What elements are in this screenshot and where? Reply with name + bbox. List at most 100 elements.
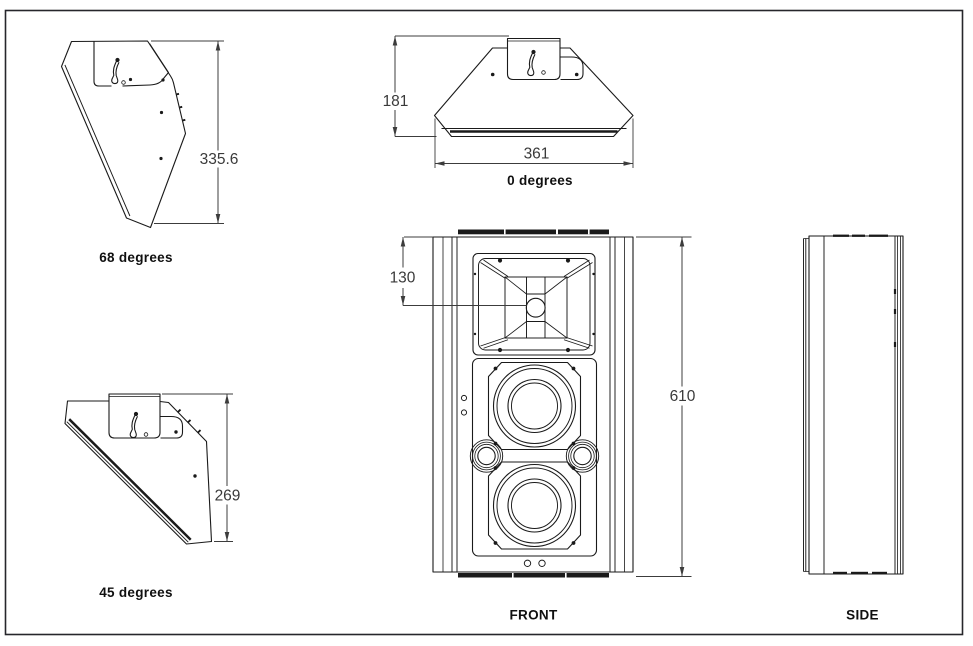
port-right bbox=[565, 439, 600, 473]
keyhole-slot-45 bbox=[129, 411, 139, 439]
rail-hole-lower bbox=[460, 409, 468, 416]
grille-top-bar bbox=[458, 229, 609, 235]
cabinet-outline-45 bbox=[64, 393, 213, 545]
horn-mouth bbox=[478, 258, 591, 351]
view-label-side: SIDE bbox=[846, 608, 879, 623]
horn-bolt-bl bbox=[497, 347, 503, 353]
extension-lines-181 bbox=[395, 35, 509, 137]
bottom-hole-left bbox=[523, 559, 532, 567]
grille-top-gap-b bbox=[556, 229, 558, 235]
grille-edge-68 bbox=[64, 64, 131, 217]
port-left bbox=[469, 439, 504, 473]
horn-bolt-tr bbox=[565, 258, 571, 263]
horn-edge-dot-c bbox=[473, 332, 477, 336]
arrow-up-68 bbox=[215, 41, 221, 51]
extension-lines-269 bbox=[162, 393, 233, 542]
arrow-down-68 bbox=[215, 214, 221, 224]
view-label-front: FRONT bbox=[510, 608, 558, 623]
side-latch-tick-c bbox=[893, 342, 897, 347]
bracket-side-plate-45 bbox=[160, 415, 184, 439]
screw-45-a bbox=[174, 430, 178, 434]
side-panel-lines bbox=[823, 236, 896, 574]
extension-lines-361 bbox=[434, 118, 634, 168]
horn-inner-flare-lines bbox=[504, 276, 568, 339]
horn-throat bbox=[504, 276, 568, 339]
horn-edge-dot-b bbox=[592, 272, 595, 276]
cabinet-outline-68 bbox=[60, 40, 187, 229]
arrow-up-610 bbox=[679, 237, 685, 247]
grille-front-45 bbox=[68, 418, 192, 541]
dim-value-hf-center: 130 bbox=[390, 270, 416, 287]
view-label-68: 68 degrees bbox=[99, 250, 173, 265]
screw-68-a bbox=[128, 77, 133, 82]
screw-45-b bbox=[193, 474, 197, 478]
arrow-up-130 bbox=[400, 237, 406, 247]
grille-bottom-bar bbox=[458, 573, 609, 578]
screw-68-c bbox=[159, 110, 164, 115]
extension-lines-610 bbox=[636, 236, 692, 577]
bracket-hole-68 bbox=[121, 80, 126, 85]
bracket-hole-45 bbox=[143, 432, 149, 437]
grille-profile-caps bbox=[803, 238, 809, 572]
woofer-upper bbox=[487, 361, 582, 451]
keyhole-slot-0 bbox=[527, 49, 537, 77]
screw-0-b bbox=[574, 72, 579, 77]
woofer-lower bbox=[487, 461, 582, 550]
horn-bolt-tl bbox=[497, 258, 503, 263]
extension-lines-68 bbox=[151, 40, 224, 224]
screw-0-a bbox=[490, 72, 495, 77]
view-label-0: 0 degrees bbox=[507, 173, 573, 188]
side-latch-tick-b bbox=[893, 309, 897, 314]
cabinet-outline-front bbox=[432, 236, 634, 573]
arrow-up-181 bbox=[392, 36, 398, 46]
horn-center-strip bbox=[526, 277, 546, 338]
arrow-down-269 bbox=[224, 532, 230, 542]
horn-flare-lines bbox=[480, 259, 593, 349]
grille-edge-45 bbox=[66, 421, 189, 543]
bracket-hole-0 bbox=[541, 70, 546, 75]
horn-edge-dot-d bbox=[592, 332, 595, 336]
view-front: 130 610 FRONT bbox=[390, 229, 696, 623]
view-0-degrees: 181 361 0 degrees bbox=[383, 35, 634, 188]
grille-bottom-gap-b bbox=[565, 573, 567, 578]
side-top-hatch-b bbox=[852, 234, 865, 237]
rail-lines bbox=[451, 237, 616, 572]
bracket-side-plate-0 bbox=[560, 56, 584, 81]
side-bottom-hatch-b bbox=[851, 571, 868, 575]
side-latch-tick-a bbox=[893, 289, 897, 294]
bracket-body-0 bbox=[506, 48, 561, 81]
side-rail-lines bbox=[897, 236, 901, 574]
arrow-up-269 bbox=[224, 394, 230, 404]
view-label-45: 45 degrees bbox=[99, 585, 173, 600]
woofer-panel bbox=[471, 357, 598, 557]
rail-hole-upper bbox=[460, 394, 468, 402]
edge-notches-45 bbox=[177, 408, 202, 434]
rail-lines-thin bbox=[442, 237, 625, 572]
horn-bolt-br bbox=[565, 347, 571, 353]
bracket-left-68 bbox=[93, 41, 112, 87]
arrow-down-130 bbox=[400, 296, 406, 306]
grille-profile-lines bbox=[803, 238, 807, 572]
horn-edge-dot-a bbox=[473, 272, 477, 276]
arrow-down-610 bbox=[679, 567, 685, 577]
screw-68-d bbox=[159, 156, 163, 161]
edge-notches-68 bbox=[175, 92, 186, 122]
dim-value-height-68: 335.6 bbox=[200, 151, 239, 168]
arrow-down-181 bbox=[392, 127, 398, 137]
grille-bottom-gap-a bbox=[512, 573, 514, 578]
dim-value-width-0: 361 bbox=[524, 146, 550, 163]
grille-top-gap-c bbox=[588, 229, 590, 235]
view-68-degrees: 335.6 68 degrees bbox=[60, 40, 239, 265]
view-45-degrees: 269 45 degrees bbox=[64, 393, 241, 600]
side-top-hatch-c bbox=[869, 234, 888, 237]
bottom-hole-right bbox=[538, 559, 546, 567]
dim-value-depth-0: 181 bbox=[383, 93, 409, 110]
keyhole-slot-68 bbox=[111, 57, 121, 85]
arrow-right-361 bbox=[623, 161, 633, 166]
dim-value-height-45: 269 bbox=[215, 488, 241, 505]
dim-value-height-front: 610 bbox=[670, 388, 696, 405]
side-top-hatch-a bbox=[833, 234, 849, 237]
cabinet-outline-side bbox=[808, 235, 904, 575]
